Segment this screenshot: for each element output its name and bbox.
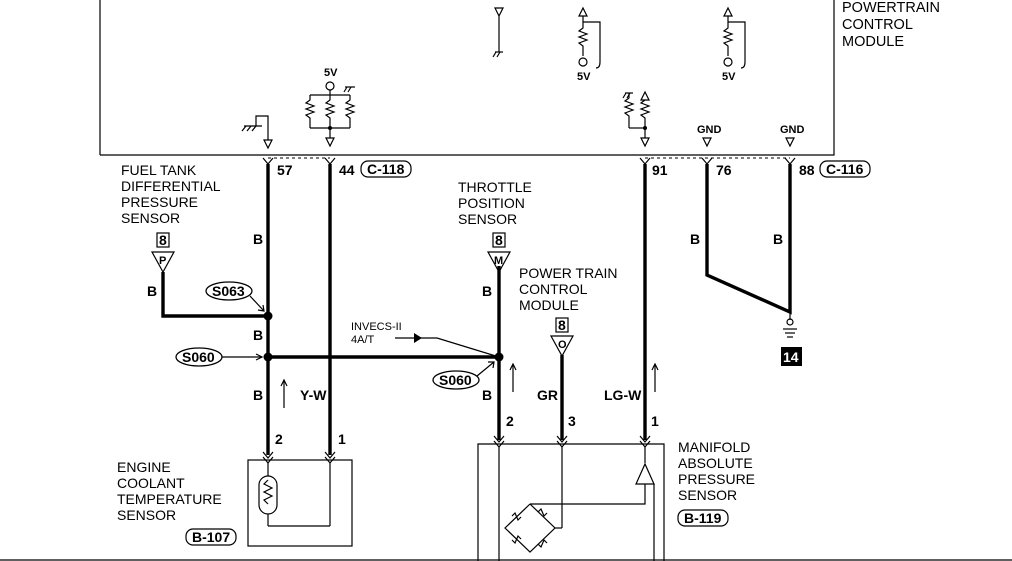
fuel-tank-differential-pressure-sensor: FUEL TANK DIFFERENTIAL PRESSURE SENSOR 8…: [121, 162, 221, 274]
connector-c116: 91 76 88 C-116: [639, 157, 871, 178]
ptcm-joint-letter: O: [558, 339, 567, 351]
map-pin-1: 1: [651, 413, 659, 429]
gnd-label-88: GND: [780, 124, 805, 136]
pin-88: 88: [799, 162, 815, 178]
invecs-line1: INVECS-II: [351, 321, 402, 333]
wire-label-b3: B: [253, 327, 263, 343]
ect-label-4: SENSOR: [117, 507, 176, 523]
wire-label-b5: B: [482, 283, 492, 299]
pin-76: 76: [716, 162, 732, 178]
splice-s060-right-label: S060: [439, 372, 472, 388]
splice-s060-dot-right: [494, 352, 504, 362]
manifold-absolute-pressure-sensor: 2 3 1 MANIFOLD ABSOLUTE PRESSURE SENSOR …: [477, 413, 755, 561]
fuel-tank-label-1: FUEL TANK: [121, 162, 197, 178]
connector-c118: 57 44 C-118: [262, 157, 412, 178]
ect-pin-1: 1: [338, 431, 346, 447]
fuel-tank-label-4: SENSOR: [121, 210, 180, 226]
connector-b119-label: B-119: [684, 510, 722, 526]
fuel-tank-joint-letter: P: [159, 255, 166, 267]
signal-arrows: [280, 362, 659, 408]
supply-5v-c: 5V: [722, 71, 736, 83]
ptcm-label-2: CONTROL: [519, 281, 588, 297]
splice-s060-right: S060: [432, 361, 495, 390]
wire-label-b2: B: [147, 283, 157, 299]
wire-label-gr: GR: [537, 387, 558, 403]
pcm-title-line2: CONTROL: [842, 17, 913, 33]
ground-point-14: 14: [781, 312, 802, 366]
ect-pin-2: 2: [275, 431, 283, 447]
connector-c118-label: C-118: [367, 161, 405, 177]
throttle-position-sensor: THROTTLE POSITION SENSOR 8 M: [458, 179, 532, 274]
ect-label-3: TEMPERATURE: [117, 491, 222, 507]
engine-coolant-temperature-sensor: 2 1 ENGINE COOLANT TEMPERATURE SENSOR B-…: [117, 431, 353, 547]
splice-s063-label: S063: [212, 283, 245, 299]
map-pin-2: 2: [506, 413, 514, 429]
splice-s063-dot: [263, 311, 273, 321]
wire-label-yw: Y-W: [300, 387, 327, 403]
wire-label-b7: B: [690, 231, 700, 247]
map-label-3: PRESSURE: [678, 471, 755, 487]
splice-s060-dot-left: [263, 352, 273, 362]
wire-label-b8: B: [773, 231, 783, 247]
throttle-joint-letter: M: [494, 255, 503, 267]
fuel-tank-joint-ref: 8: [159, 232, 167, 248]
map-label-1: MANIFOLD: [678, 439, 750, 455]
map-pin-3: 3: [568, 413, 576, 429]
throttle-joint-ref: 8: [495, 232, 503, 248]
pcm-internal-circuit: 5V 5V 5V: [241, 6, 805, 150]
connector-c116-label: C-116: [826, 161, 864, 177]
supply-5v-b: 5V: [577, 71, 591, 83]
ptcm-label-1: POWER TRAIN: [519, 265, 618, 281]
splice-s060-left-label: S060: [182, 349, 215, 365]
wire-label-b6: B: [482, 387, 492, 403]
pin-44: 44: [339, 162, 355, 178]
map-label-2: ABSOLUTE: [678, 455, 753, 471]
pin-91: 91: [652, 162, 668, 178]
harness-wires: [161, 164, 792, 455]
ptcm-joint-ref: 8: [558, 317, 566, 333]
connector-b107-label: B-107: [192, 529, 230, 545]
ect-label-1: ENGINE: [117, 459, 171, 475]
throttle-label-3: SENSOR: [458, 211, 517, 227]
fuel-tank-label-2: DIFFERENTIAL: [121, 178, 221, 194]
splice-s060-left: S060: [175, 347, 264, 367]
invecs-line2: 4A/T: [351, 334, 375, 346]
splice-s063: S063: [205, 281, 265, 312]
fuel-tank-label-3: PRESSURE: [121, 194, 198, 210]
pin-57: 57: [277, 162, 293, 178]
ground-ref-label: 14: [783, 349, 799, 365]
powertrain-control-module-box: POWERTRAIN CONTROL MODULE: [99, 0, 940, 156]
power-train-control-module-joint: POWER TRAIN CONTROL MODULE 8 O: [519, 265, 618, 358]
ptcm-label-3: MODULE: [519, 297, 579, 313]
wire-label-b4: B: [253, 387, 263, 403]
wire-label-b1: B: [253, 231, 263, 247]
gnd-label-76: GND: [697, 124, 722, 136]
throttle-label-1: THROTTLE: [458, 179, 532, 195]
wire-label-lgw: LG-W: [604, 387, 642, 403]
ect-label-2: COOLANT: [117, 475, 185, 491]
pcm-title-line1: POWERTRAIN: [842, 0, 940, 16]
throttle-label-2: POSITION: [458, 195, 525, 211]
map-label-4: SENSOR: [678, 487, 737, 503]
supply-5v-a: 5V: [324, 67, 338, 79]
pcm-title-line3: MODULE: [842, 34, 904, 50]
